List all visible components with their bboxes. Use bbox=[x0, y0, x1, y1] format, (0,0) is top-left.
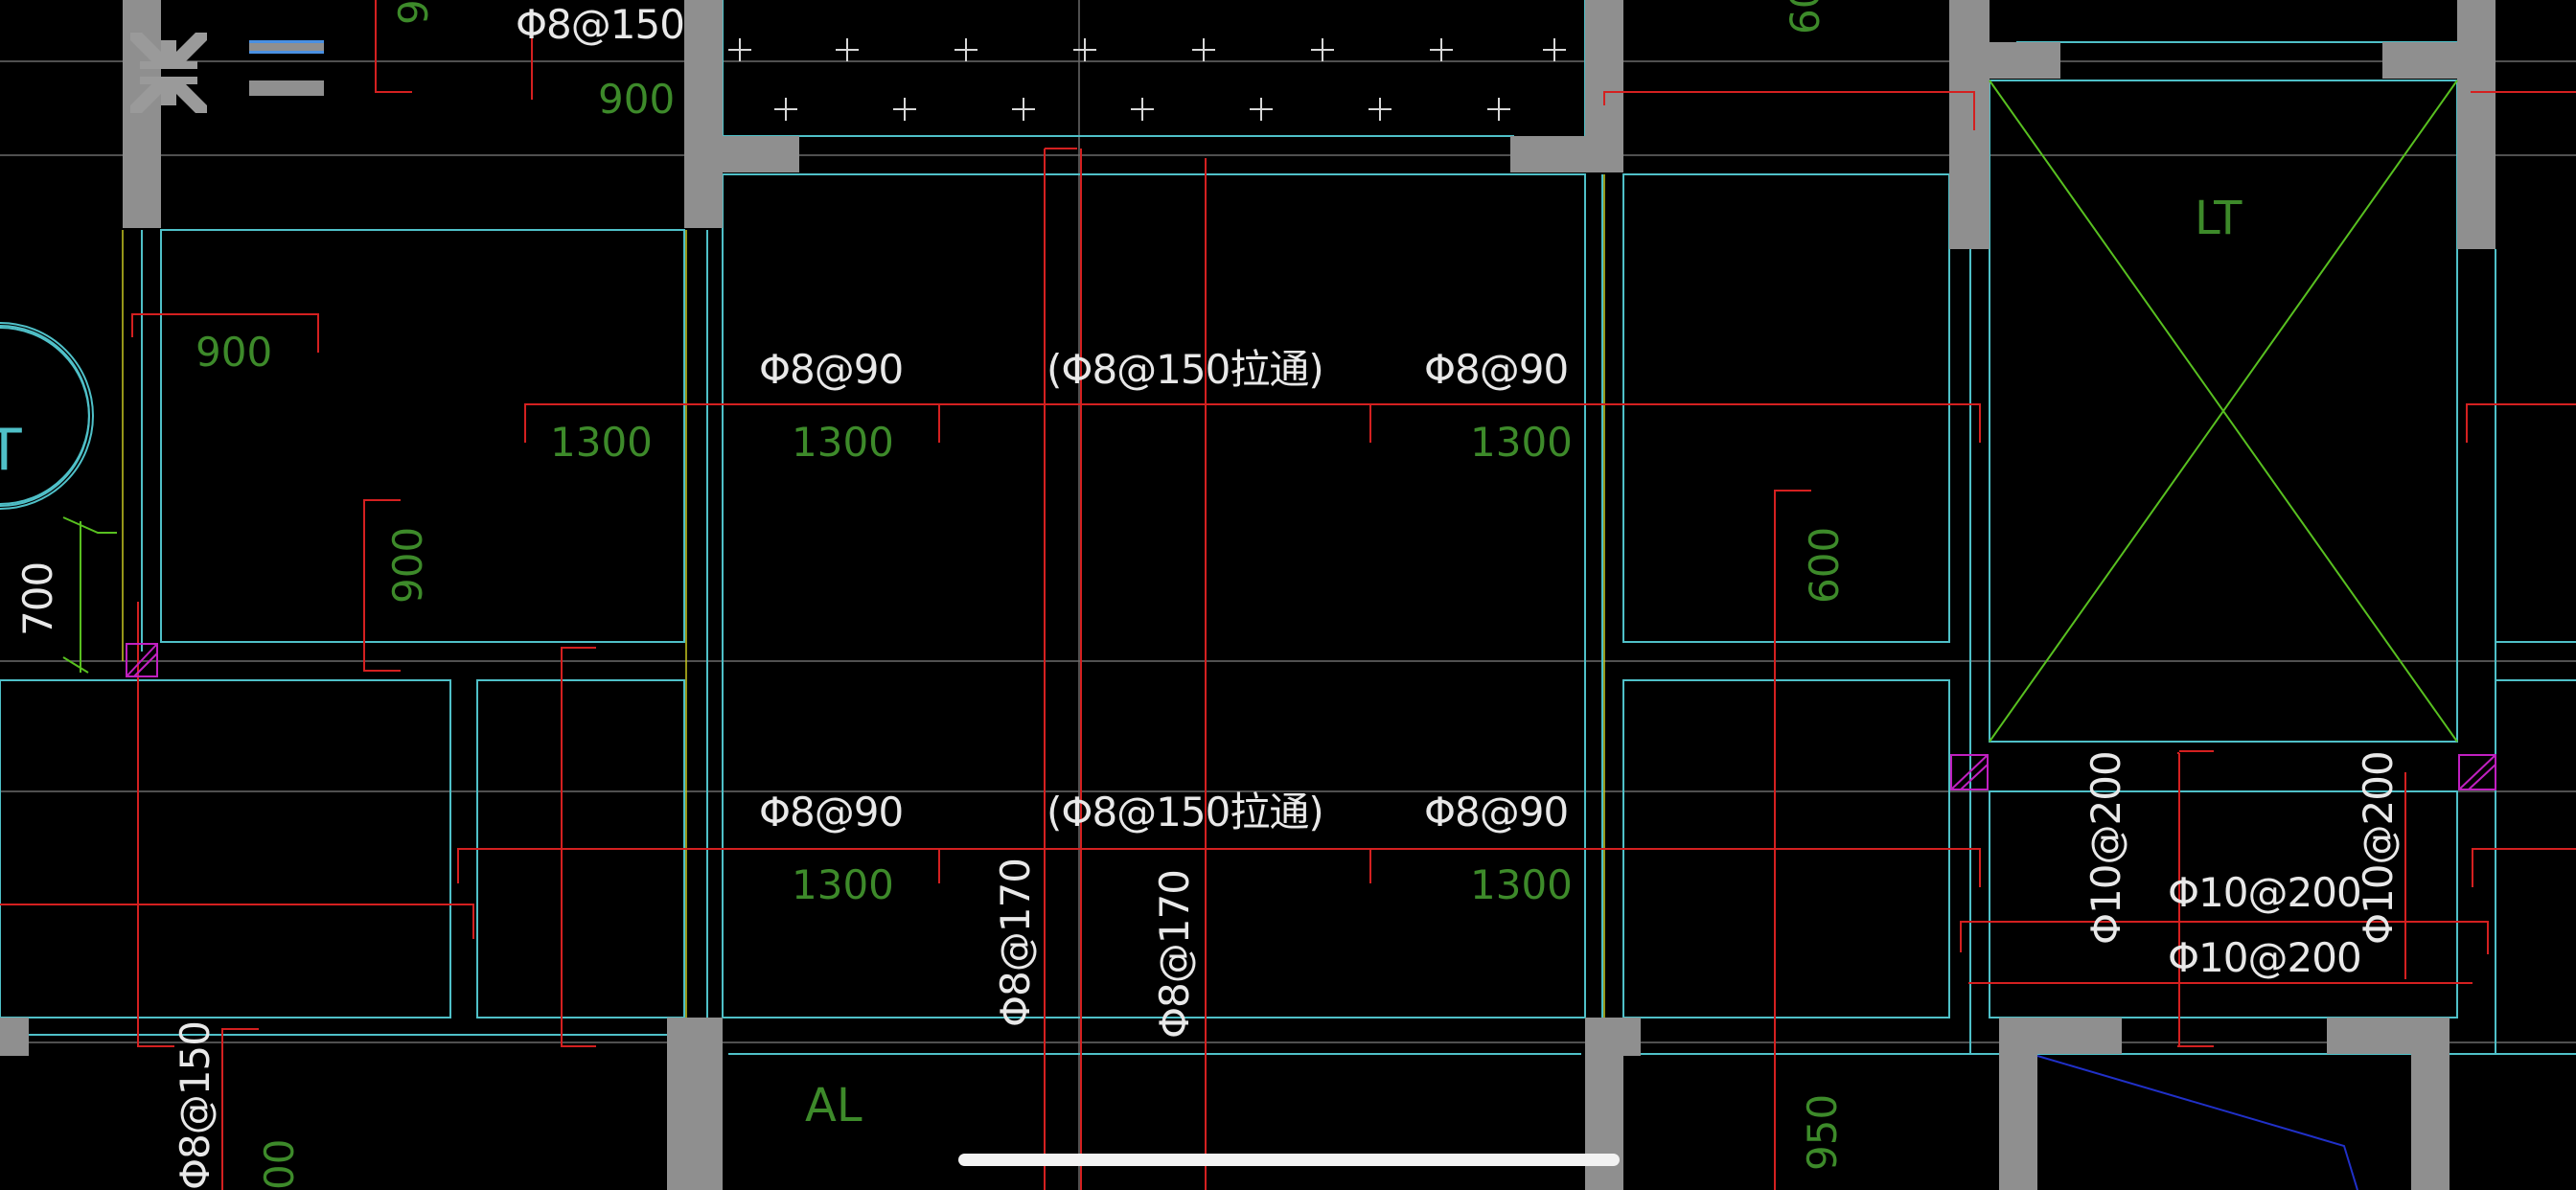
rebar-label-lower-left: Φ8@90 bbox=[759, 789, 903, 835]
slab-hatch bbox=[728, 38, 1566, 121]
menu-bar-top bbox=[249, 40, 324, 54]
grid-bubble-tag: T bbox=[0, 417, 22, 484]
rebar-label-elevator-h1: Φ10@200 bbox=[2168, 869, 2361, 916]
rebar-label-upper-center: (Φ8@150拉通) bbox=[1046, 346, 1323, 393]
elevator-shaft-cross bbox=[62, 80, 2458, 743]
rebar-label-vertical-1: Φ8@170 bbox=[992, 858, 1039, 1027]
rebar-labels: Φ8@150 Φ8@90 (Φ8@150拉通) Φ8@90 Φ8@90 (Φ8@… bbox=[172, 1, 2402, 1190]
dim-950: 950 bbox=[1799, 1094, 1846, 1171]
dim-1300-a: 1300 bbox=[550, 419, 653, 466]
rebar-label-elevator-v1: Φ10@200 bbox=[2082, 751, 2129, 945]
grid-bubble bbox=[0, 322, 94, 510]
layer-menu-icon[interactable] bbox=[249, 40, 326, 107]
dimension-labels: 900 90 60 900 1300 1300 1300 1300 1300 9… bbox=[14, 0, 1848, 1190]
menu-bar-bottom bbox=[249, 80, 324, 96]
area-tags: LT AL T bbox=[0, 192, 2242, 1133]
dim-600: 600 bbox=[1801, 527, 1848, 604]
room-outlines bbox=[0, 0, 2576, 1055]
dim-1300-b: 1300 bbox=[792, 419, 894, 466]
column-markers bbox=[126, 643, 2496, 790]
dim-60-top: 60 bbox=[1782, 0, 1828, 34]
home-indicator[interactable] bbox=[958, 1154, 1620, 1166]
rebar-label-lower-right: Φ8@90 bbox=[1424, 789, 1568, 835]
dim-1300-d: 1300 bbox=[792, 861, 894, 908]
dim-00-bottom: 00 bbox=[256, 1139, 303, 1190]
dim-90-top: 90 bbox=[390, 0, 437, 25]
dim-1300-e: 1300 bbox=[1470, 861, 1573, 908]
stair-line bbox=[2036, 1055, 2358, 1190]
rebar-label-upper-right: Φ8@90 bbox=[1424, 346, 1568, 393]
dim-900-vertical: 900 bbox=[384, 527, 431, 604]
view-toolbar bbox=[125, 27, 345, 123]
dim-1300-c: 1300 bbox=[1470, 419, 1573, 466]
rebar-label-lower-center: (Φ8@150拉通) bbox=[1046, 789, 1323, 835]
rebar-label-elevator-h2: Φ10@200 bbox=[2168, 934, 2361, 981]
rebar-label-elevator-v2: Φ10@200 bbox=[2355, 751, 2402, 945]
rebar-label-upper-left: Φ8@90 bbox=[759, 346, 903, 393]
rebar-label-vertical-2: Φ8@170 bbox=[1151, 870, 1198, 1039]
wall-edges bbox=[122, 174, 1605, 1018]
al-tag: AL bbox=[805, 1079, 862, 1133]
exit-fullscreen-icon[interactable] bbox=[125, 27, 213, 119]
elevator-tag: LT bbox=[2195, 192, 2242, 245]
dim-900-top: 900 bbox=[598, 76, 675, 123]
dim-900-left: 900 bbox=[196, 329, 272, 376]
rebar-label-top-left: Φ8@150 bbox=[516, 1, 684, 48]
rebar-label-bottom-left: Φ8@150 bbox=[172, 1021, 218, 1190]
dim-700: 700 bbox=[14, 562, 61, 636]
walls bbox=[0, 0, 2496, 1190]
